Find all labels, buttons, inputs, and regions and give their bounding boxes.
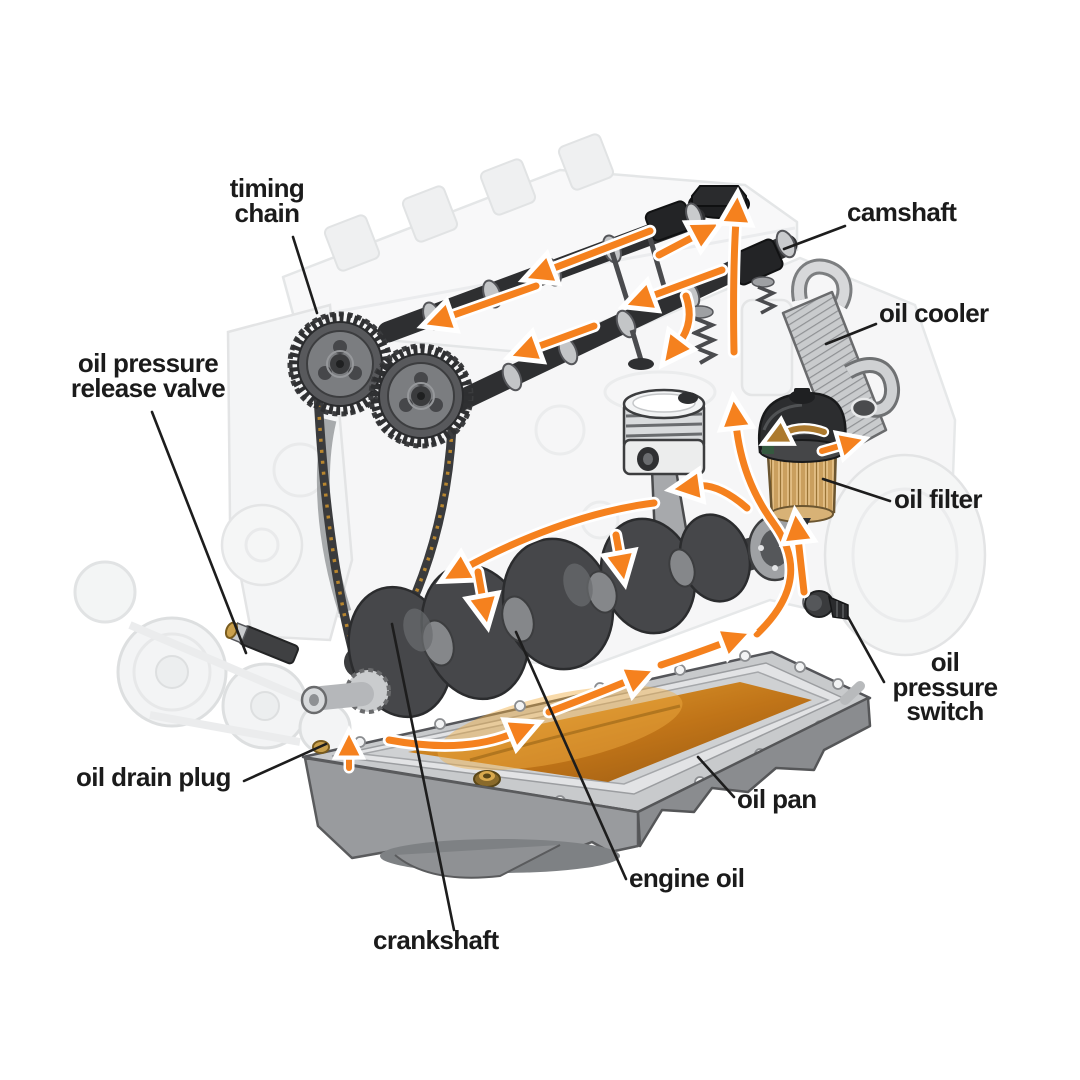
leader-oil-cooler (824, 322, 878, 346)
timing-gear-front (287, 311, 393, 417)
flow-arrow (819, 430, 871, 464)
flow-arrow (517, 227, 654, 287)
oil-drain-plug-bolt (473, 770, 501, 788)
label-oil-pressure-release-valve: oil pressure release valve (70, 348, 226, 403)
flow-arrow (435, 499, 658, 585)
label-oil-pressure-switch: oil pressure switch (892, 647, 998, 727)
flow-arrow (462, 568, 502, 633)
flow-arrow (385, 717, 545, 755)
oil-pressure-release-valve (224, 621, 299, 665)
leader-oil-pressure-switch (846, 615, 886, 684)
flow-arrow (758, 415, 827, 446)
leader-crankshaft (390, 622, 456, 932)
flow-arrow (715, 186, 756, 356)
oil-pan (301, 650, 872, 879)
flow-arrow (502, 319, 601, 365)
flow-arrow (416, 282, 540, 334)
flow-arrow (658, 289, 699, 370)
flow-arrows-supply (331, 186, 871, 774)
leader-timing-chain (291, 235, 319, 315)
oil-cooler (781, 258, 900, 458)
flow-arrow (716, 390, 795, 638)
leader-camshaft (782, 224, 847, 251)
leader-oil-filter (821, 477, 892, 503)
label-crankshaft: crankshaft (373, 925, 499, 955)
flow-arrow (657, 625, 758, 669)
leader-oil-pan (696, 755, 736, 799)
flow-arrow (778, 504, 819, 596)
engine-oil-pool (408, 682, 812, 782)
label-timing-chain: timing chain (229, 173, 305, 228)
oil-pressure-switch (802, 590, 849, 620)
flow-arrows-camshafts (416, 219, 729, 334)
timing-gear-rear (368, 343, 474, 449)
label-camshaft: camshaft (847, 197, 957, 227)
flow-arrows-crankcase (435, 465, 754, 633)
leader-engine-oil (514, 630, 628, 881)
leader-lines (150, 224, 892, 932)
label-oil-cooler: oil cooler (879, 298, 989, 328)
flow-arrow (599, 531, 639, 590)
timing-chain (313, 394, 457, 669)
flow-arrow (655, 219, 727, 259)
label-engine-oil: engine oil (629, 863, 745, 893)
flywheel-housing-ghost (823, 453, 987, 657)
flow-arrow (545, 664, 661, 716)
flow-arrow (617, 266, 726, 314)
label-oil-filter: oil filter (894, 484, 983, 514)
label-oil-drain-plug: oil drain plug (76, 762, 231, 792)
leader-oil-pressure-release-valve (150, 410, 248, 655)
flow-arrow (663, 465, 751, 512)
pulleys-ghost (73, 560, 352, 755)
leader-oil-drain-plug (242, 742, 328, 783)
label-oil-pan: oil pan (737, 784, 817, 814)
